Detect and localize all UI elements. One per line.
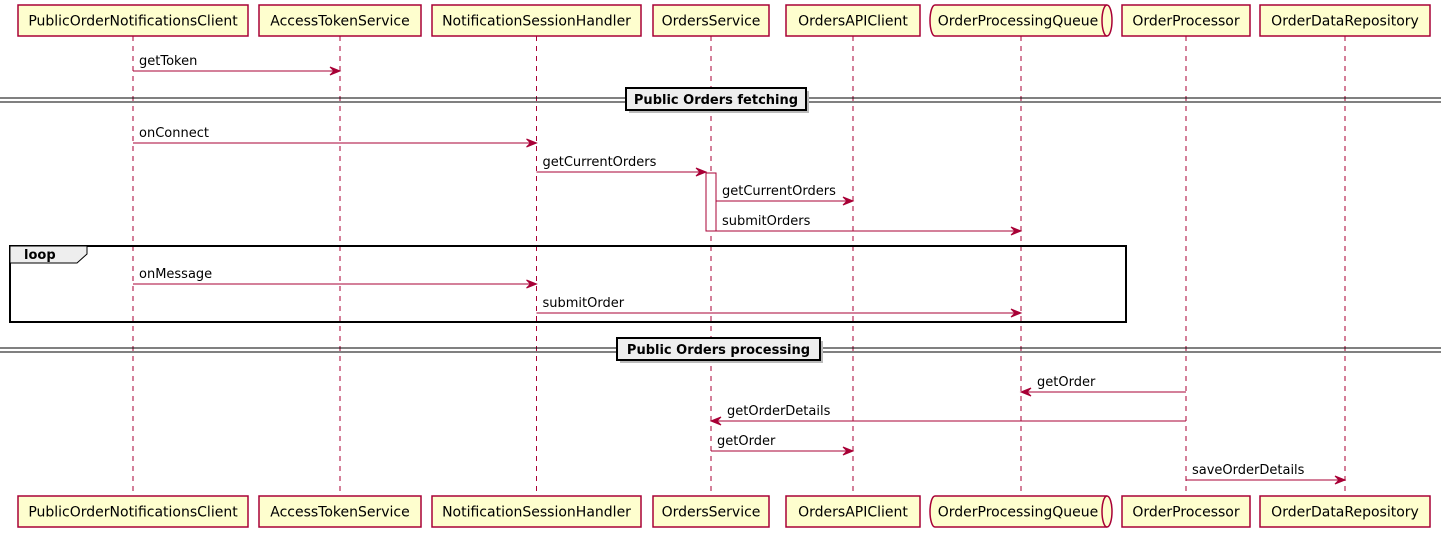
participant-orders-top: OrdersService [652,4,770,37]
participant-label: AccessTokenService [270,505,410,521]
participant-label: NotificationSessionHandler [442,14,631,30]
participant-label: OrderDataRepository [1271,505,1419,521]
participant-label: PublicOrderNotificationsClient [28,505,238,521]
message-label: saveOrderDetails [1192,463,1305,478]
loop-border [9,245,1127,323]
loop-label: loop [24,248,56,263]
participant-box [17,495,249,528]
loop-frame: loop [9,245,1127,323]
participant-box [1259,4,1431,37]
participant-label: OrdersService [662,505,761,521]
participant-processor-top: OrderProcessor [1121,4,1251,37]
message-getCurrentOrders: getCurrentOrders [716,184,855,206]
participant-client-top: PublicOrderNotificationsClient [17,4,249,37]
participant-repo-bottom: OrderDataRepository [1259,495,1431,528]
participant-label: OrdersAPIClient [798,14,908,30]
divider-box [625,87,807,111]
participant-session-bottom: NotificationSessionHandler [431,495,642,528]
arrowhead [842,196,855,206]
arrowhead [329,66,342,76]
participant-token-bottom: AccessTokenService [258,495,422,528]
message-submitOrder: submitOrder [536,296,1023,318]
arrowhead [526,138,538,148]
participant-label: AccessTokenService [270,14,410,30]
participant-queue-top: OrderProcessingQueue [929,4,1113,37]
message-label: getCurrentOrders [722,184,836,199]
message-label: getOrder [717,434,776,449]
message-getToken: getToken [133,54,342,76]
participant-box [1259,495,1431,528]
section-divider: Public Orders fetching [0,87,1441,113]
participant-label: OrderProcessor [1132,14,1239,30]
participant-label: PublicOrderNotificationsClient [28,14,238,30]
participant-box [1121,495,1251,528]
participant-label: NotificationSessionHandler [442,505,631,521]
arrowhead [526,279,538,289]
participant-label: OrderProcessor [1132,505,1239,521]
arrowhead [1334,475,1347,485]
participant-box [785,4,921,37]
arrowhead [1010,226,1023,236]
participant-box [431,495,642,528]
message-label: getToken [139,54,197,69]
message-label: submitOrders [722,214,811,229]
participant-box [431,4,642,37]
participant-api-bottom: OrdersAPIClient [785,495,921,528]
participant-box [652,4,770,37]
message-label: submitOrder [543,296,625,311]
message-getOrder: getOrder [711,434,855,456]
participant-box [785,495,921,528]
queue-end-cap [1101,4,1108,37]
message-onConnect: onConnect [133,126,538,148]
participant-processor-bottom: OrderProcessor [1121,495,1251,528]
participant-orders-bottom: OrdersService [652,495,770,528]
participant-label: OrderDataRepository [1271,14,1419,30]
participant-box [258,4,422,37]
message-label: onMessage [139,267,212,282]
participant-token-top: AccessTokenService [258,4,422,37]
participant-label: OrdersAPIClient [798,505,908,521]
message-getOrderDetails: getOrderDetails [709,404,1186,426]
divider-label: Public Orders processing [627,343,810,358]
divider-label: Public Orders fetching [634,93,798,108]
participant-box [17,4,249,37]
message-label: getOrderDetails [727,404,831,419]
participant-label: OrdersService [662,14,761,30]
message-getCurrentOrders: getCurrentOrders [536,155,708,177]
activation-bar [705,172,717,232]
message-saveOrderDetails: saveOrderDetails [1186,463,1347,485]
section-divider: Public Orders processing [0,337,1441,363]
message-label: getCurrentOrders [543,155,657,170]
participant-repo-top: OrderDataRepository [1259,4,1431,37]
participant-label: OrderProcessingQueue [938,505,1099,521]
arrowhead [1010,308,1023,318]
message-label: getOrder [1037,375,1096,390]
participant-box [652,495,770,528]
participant-client-bottom: PublicOrderNotificationsClient [17,495,249,528]
message-label: onConnect [139,126,209,141]
participant-label: OrderProcessingQueue [938,14,1099,30]
participant-api-top: OrdersAPIClient [785,4,921,37]
loop-tab [9,245,88,264]
message-submitOrders: submitOrders [716,214,1023,236]
arrowhead [1019,387,1032,397]
participant-box [258,495,422,528]
arrowhead [695,167,708,177]
arrowhead [842,446,855,456]
divider-box [616,337,821,361]
message-onMessage: onMessage [133,267,538,289]
arrowhead [709,416,722,426]
participant-queue-bottom: OrderProcessingQueue [929,495,1113,528]
queue-end-cap [1101,495,1108,528]
participant-session-top: NotificationSessionHandler [431,4,642,37]
message-getOrder: getOrder [1019,375,1186,397]
participant-box [1121,4,1251,37]
